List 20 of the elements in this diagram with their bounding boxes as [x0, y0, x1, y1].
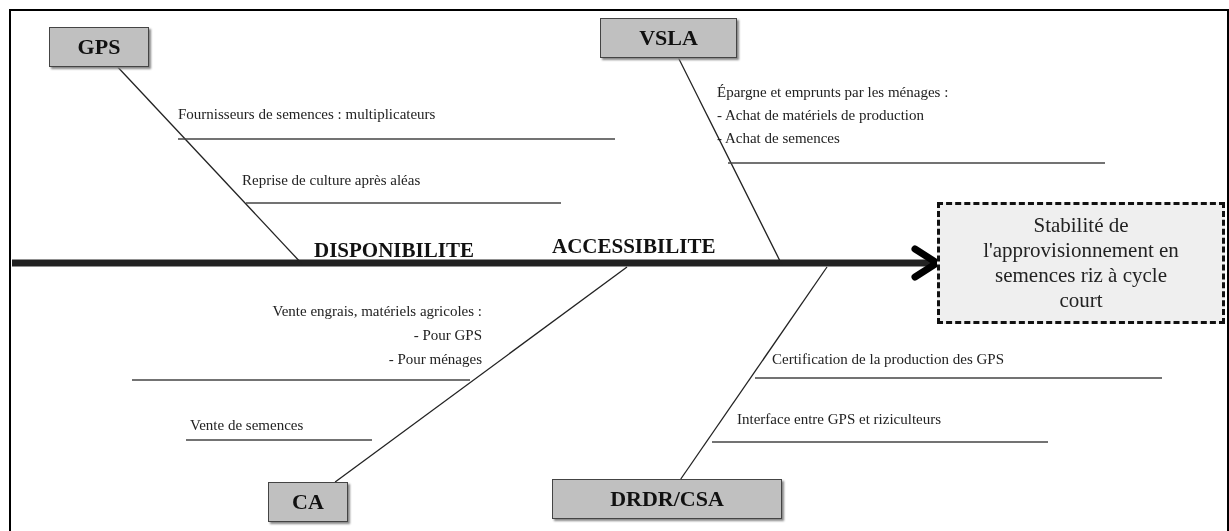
category-heading: DISPONIBILITE: [314, 238, 474, 263]
category-box: VSLA: [600, 18, 737, 58]
category-box: DRDR/CSA: [552, 479, 782, 519]
category-heading: ACCESSIBILITE: [552, 234, 716, 259]
cause-text: Vente engrais, matériels agricoles :: [272, 303, 482, 320]
cause-text: Fournisseurs de semences : multiplicateurs: [178, 106, 436, 123]
cause-text: - Pour ménages: [388, 351, 482, 368]
effect-box: Stabilité de l'approvisionnement en semences riz à cycle court: [937, 202, 1225, 324]
category-box: CA: [268, 482, 348, 522]
cause-text: Épargne et emprunts par les ménages :: [717, 84, 949, 101]
cause-text: - Achat de semences: [717, 130, 840, 147]
cause-text: Vente de semences: [190, 417, 304, 434]
cause-text: Interface entre GPS et riziculteurs: [737, 411, 942, 428]
cause-text: - Achat de matériels de production: [717, 107, 924, 124]
bone-line: [334, 266, 628, 483]
cause-text: Reprise de culture après aléas: [242, 172, 421, 189]
category-box: GPS: [49, 27, 149, 67]
cause-text: Certification de la production des GPS: [772, 351, 1005, 368]
cause-text: - Pour GPS: [413, 327, 482, 344]
bone-line: [680, 266, 828, 480]
